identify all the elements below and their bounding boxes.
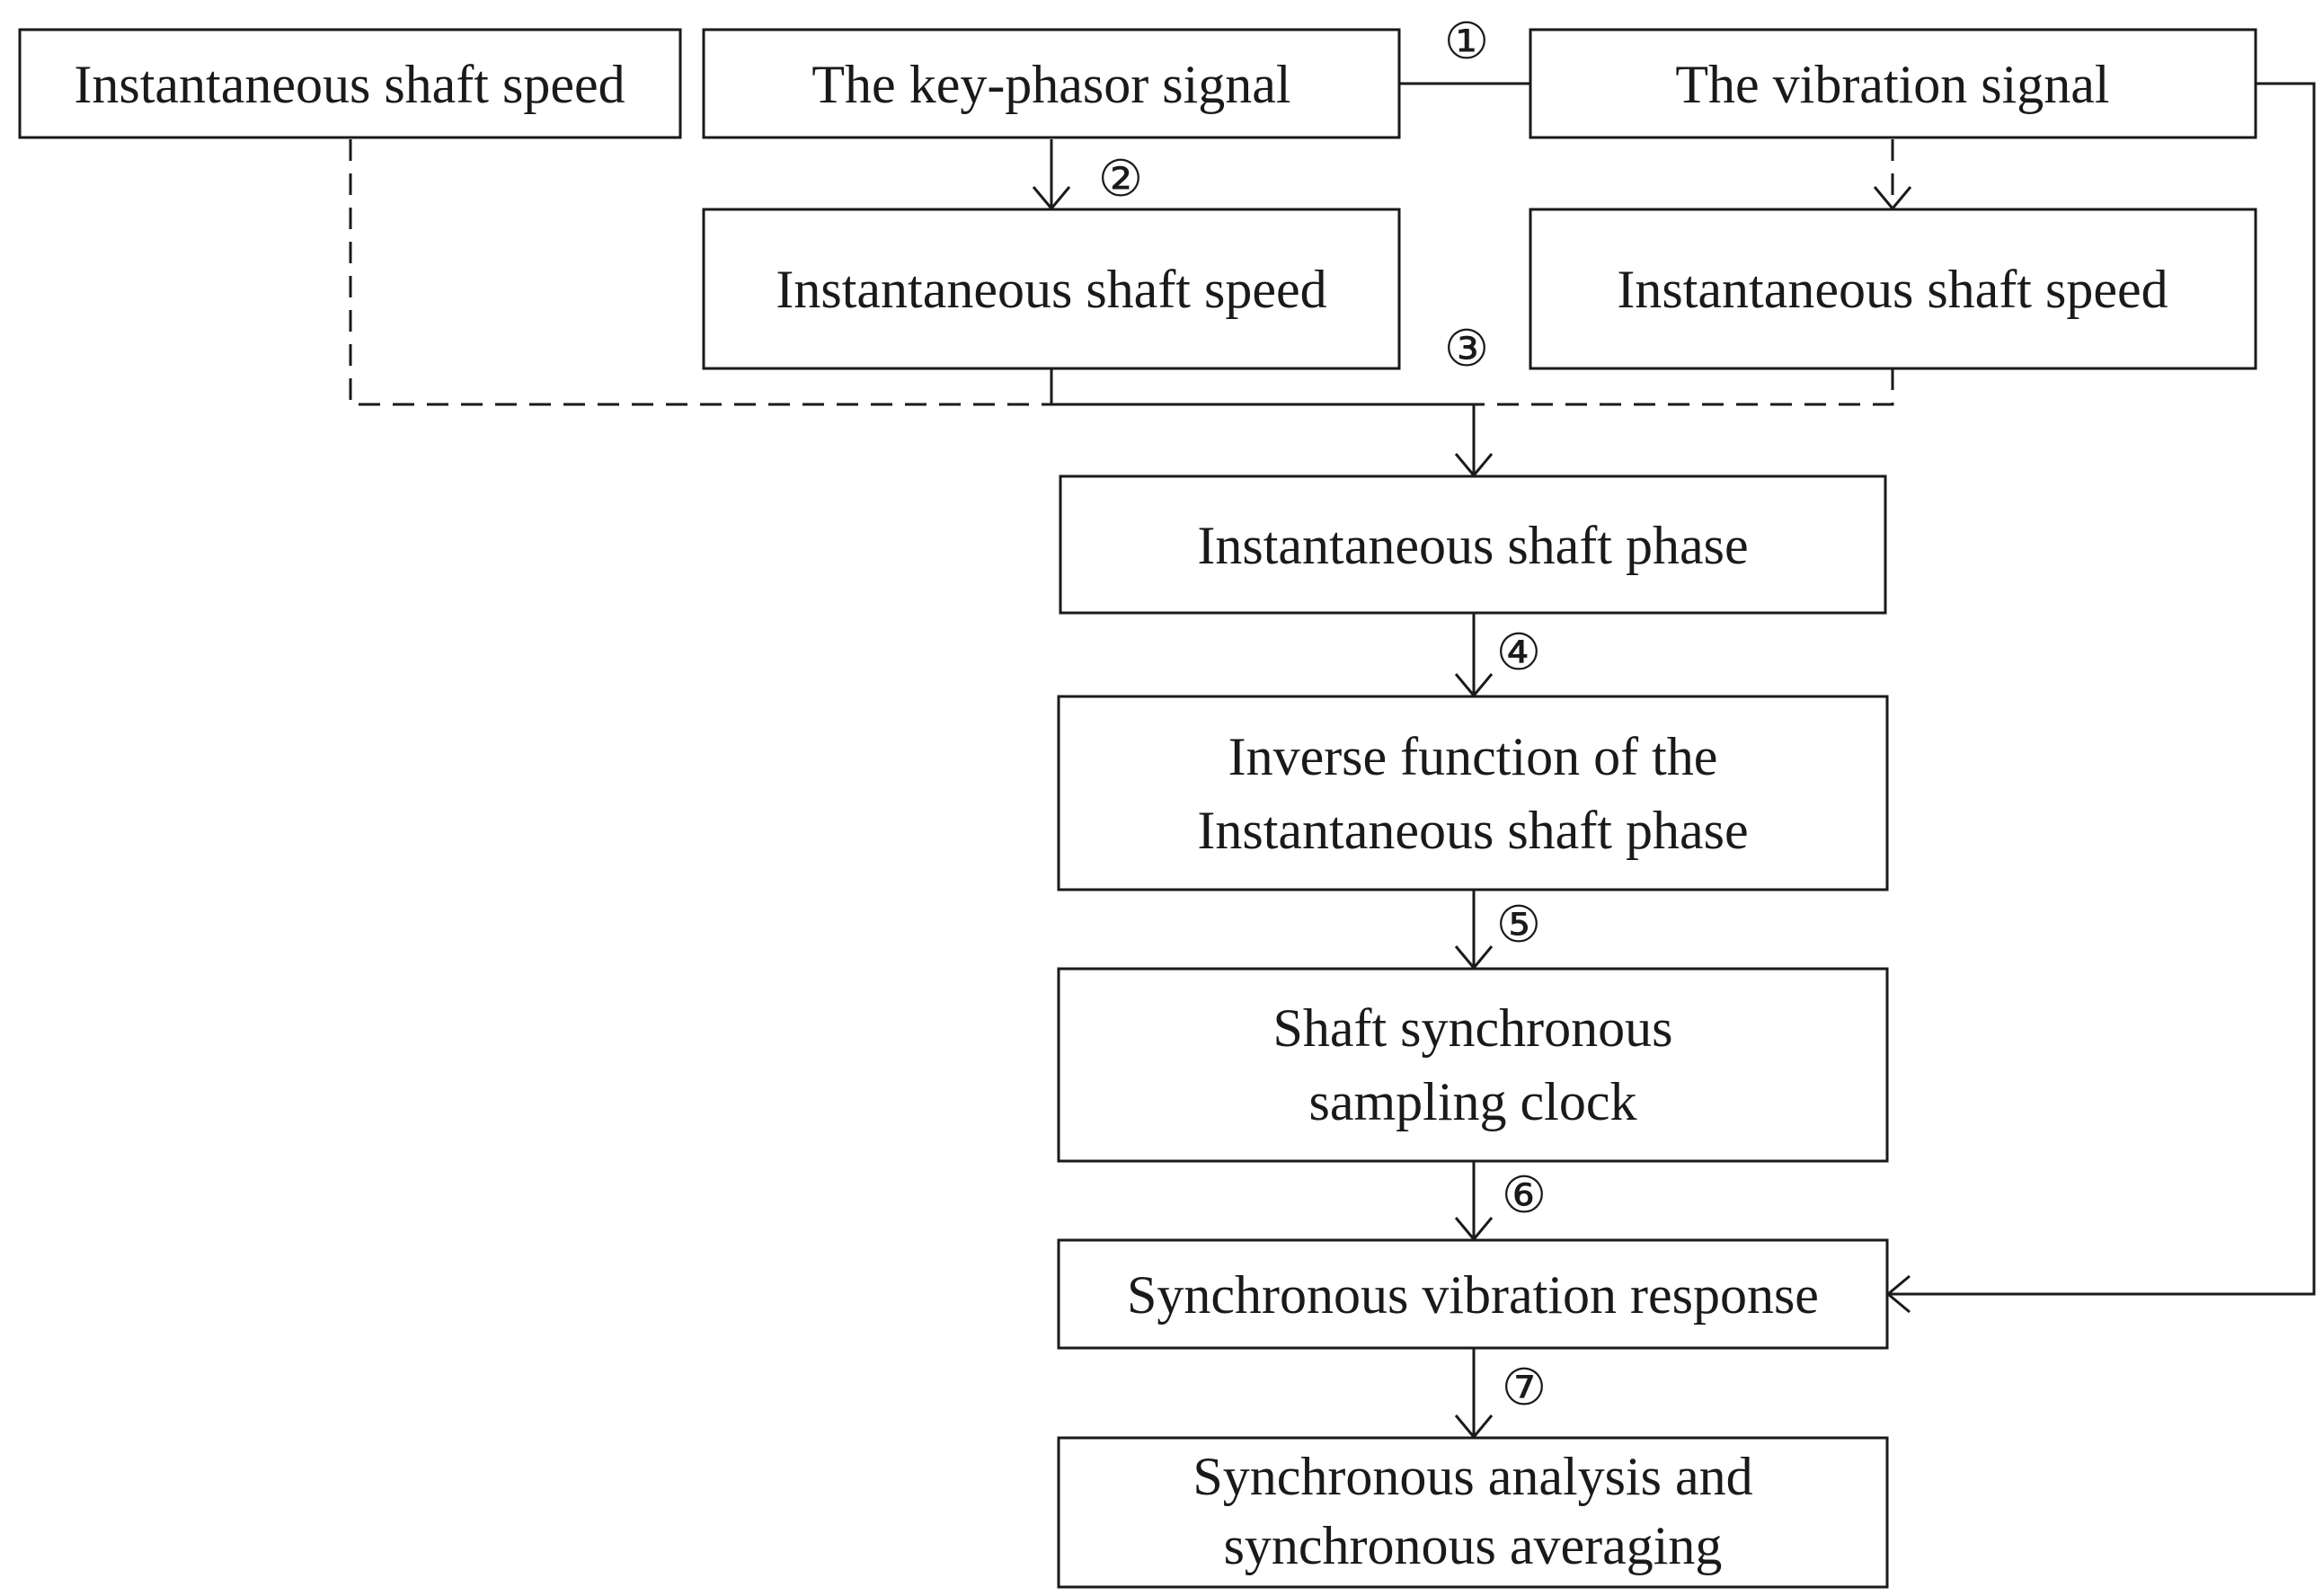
box-analysis: Synchronous analysis and synchronous ave… bbox=[1057, 1436, 1889, 1589]
box-speed-keyphasor: Instantaneous shaft speed bbox=[702, 208, 1401, 370]
box-response: Synchronous vibration response bbox=[1057, 1238, 1889, 1350]
box-vibration: The vibration signal bbox=[1529, 28, 2257, 139]
vibration-to-response-line bbox=[1890, 82, 2316, 1296]
box-inverse-label-line2: Instantaneous shaft phase bbox=[1197, 801, 1748, 860]
box-speed-input: Instantaneous shaft speed bbox=[18, 28, 682, 139]
box-inverse-label-line1: Inverse function of the bbox=[1228, 727, 1718, 786]
box-response-label: Synchronous vibration response bbox=[1127, 1265, 1819, 1325]
step-7-label: ⑦ bbox=[1502, 1359, 1547, 1417]
box-phase: Instantaneous shaft phase bbox=[1059, 474, 1887, 615]
box-clock: Shaft synchronous sampling clock bbox=[1057, 967, 1889, 1163]
box-phase-label: Instantaneous shaft phase bbox=[1197, 516, 1748, 575]
box-keyphasor-label: The key-phasor signal bbox=[811, 55, 1290, 114]
box-analysis-label-line2: synchronous averaging bbox=[1224, 1516, 1723, 1575]
box-inverse: Inverse function of the Instantaneous sh… bbox=[1057, 695, 1889, 891]
step-5-label: ⑤ bbox=[1496, 896, 1541, 954]
box-speed-vibration-label: Instantaneous shaft speed bbox=[1617, 260, 2168, 319]
box-speed-keyphasor-label: Instantaneous shaft speed bbox=[776, 260, 1326, 319]
box-keyphasor: The key-phasor signal bbox=[702, 28, 1401, 139]
step-6-label: ⑥ bbox=[1502, 1166, 1547, 1225]
box-clock-label-line1: Shaft synchronous bbox=[1273, 998, 1673, 1058]
step-4-label: ④ bbox=[1496, 624, 1541, 682]
box-speed-input-label: Instantaneous shaft speed bbox=[74, 55, 625, 114]
box-clock-label-line2: sampling clock bbox=[1309, 1072, 1637, 1131]
box-analysis-label-line1: Synchronous analysis and bbox=[1193, 1447, 1752, 1506]
step-3-label: ③ bbox=[1444, 320, 1489, 378]
speed-input-dashed-connector bbox=[349, 139, 1051, 406]
speed-vibration-dashed-connector bbox=[1474, 368, 1894, 406]
box-speed-vibration: Instantaneous shaft speed bbox=[1529, 208, 2257, 370]
box-vibration-label: The vibration signal bbox=[1675, 55, 2109, 114]
step-1-label: ① bbox=[1444, 13, 1489, 71]
step-labels: ① ② ③ ④ ⑤ ⑥ ⑦ bbox=[1098, 13, 1547, 1417]
speed-keyphasor-connector bbox=[1050, 368, 1474, 406]
step-2-label: ② bbox=[1098, 150, 1143, 208]
